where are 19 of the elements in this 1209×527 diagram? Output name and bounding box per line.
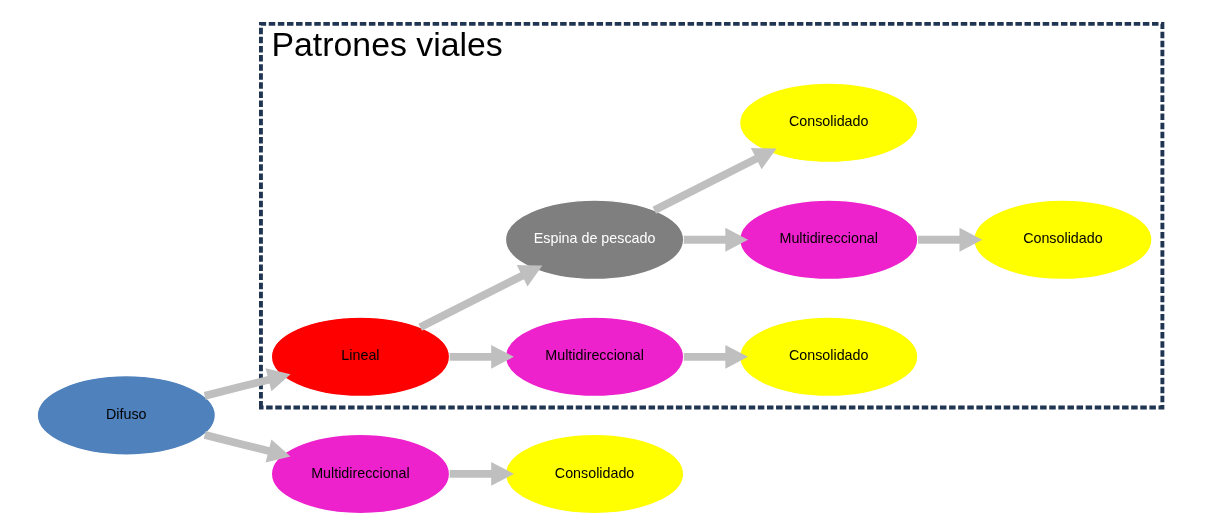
node-ellipse: Consolidado [738,82,918,163]
node-ellipse: Consolidado [504,433,684,515]
node-ellipse: Multidireccional [504,316,684,398]
node-ellipse: Espina de pescado [504,199,684,281]
node-ellipse: Consolidado [972,199,1153,281]
node-ellipse: Lineal [270,316,450,398]
node-ellipse: Difuso [36,375,216,456]
arrow [417,265,542,331]
arrow [449,462,514,486]
node-ellipse: Multidireccional [738,199,918,281]
node-ellipse: Multidireccional [270,433,450,515]
arrow [449,344,514,369]
arrow [917,227,982,252]
node-ellipse: Consolidado [738,316,918,398]
arrow [203,431,291,463]
arrow [683,344,748,369]
arrow [203,368,291,400]
arrow [652,148,777,214]
arrow [683,227,748,252]
